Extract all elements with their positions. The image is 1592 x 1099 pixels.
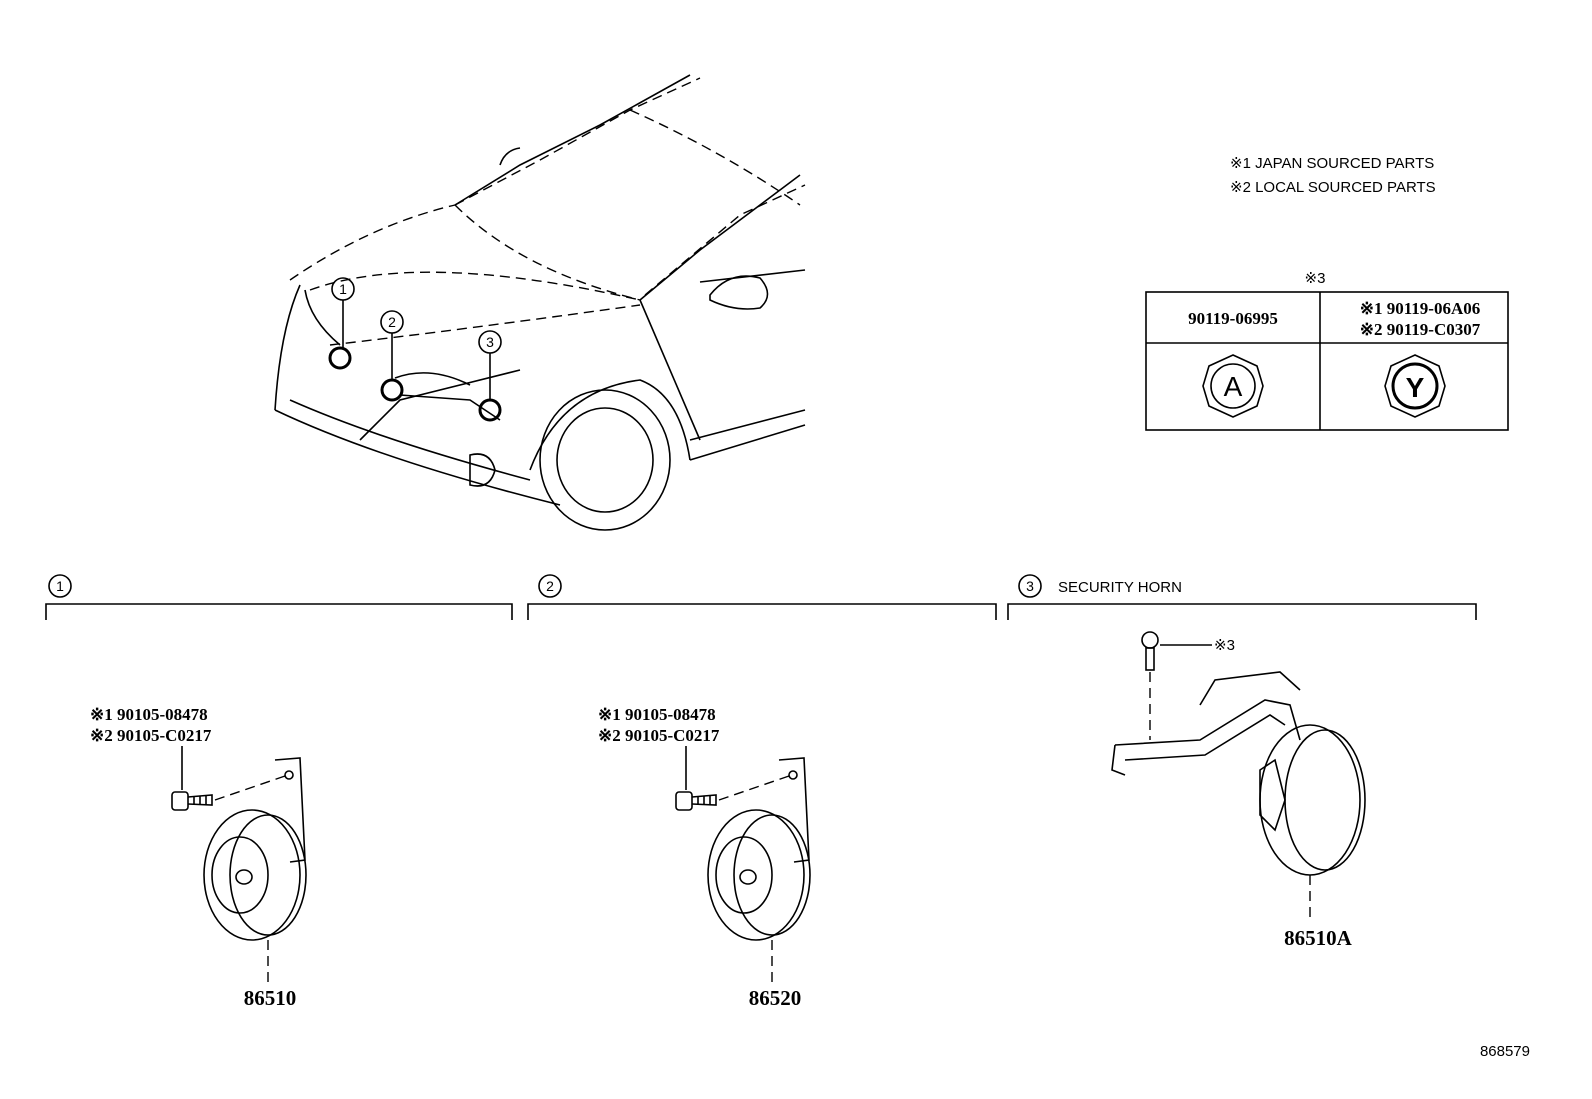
part-number-86510: 86510 [244, 986, 297, 1010]
section-3-header: 3 SECURITY HORN [1007, 574, 1477, 620]
bolt-1-local: ※2 90105-C0217 [90, 726, 212, 745]
section-1-header: 1 [45, 574, 513, 620]
bolt-icon [675, 791, 717, 811]
nut-table-mark: ※3 [1305, 270, 1326, 287]
svg-text:3: 3 [486, 334, 494, 350]
hex-nut-y-icon [1384, 354, 1446, 418]
part-number-86520: 86520 [749, 986, 802, 1010]
car-front-illustration [274, 74, 806, 531]
bolt-2-local: ※2 90105-C0217 [598, 726, 720, 745]
svg-text:1: 1 [56, 578, 64, 594]
svg-text:2: 2 [388, 314, 396, 330]
bolt-1-japan: ※1 90105-08478 [90, 705, 208, 724]
bolt-icon [171, 791, 213, 811]
figure-id: 868579 [1480, 1043, 1530, 1060]
nut-part-col2-japan: ※1 90119-06A06 [1360, 299, 1481, 318]
section-3-bolt-ref: ※3 [1214, 637, 1235, 654]
legend-local-sourced: ※2 LOCAL SOURCED PARTS [1230, 179, 1436, 196]
nut-symbol-y: Y [1406, 372, 1425, 403]
section-3-title: SECURITY HORN [1058, 579, 1182, 596]
section-3-horn: ※3 86510A [1111, 631, 1366, 950]
nut-symbol-a: A [1224, 371, 1243, 402]
section-1-horn: ※1 90105-08478 ※2 90105-C0217 86510 [90, 705, 307, 1010]
hex-nut-a-icon [1202, 354, 1264, 418]
nut-part-col1: 90119-06995 [1188, 309, 1278, 328]
legend-japan-sourced: ※1 JAPAN SOURCED PARTS [1230, 155, 1434, 172]
section-2-horn: ※1 90105-08478 ※2 90105-C0217 86520 [598, 705, 811, 1010]
svg-text:3: 3 [1026, 578, 1034, 594]
bolt-icon [1141, 631, 1159, 671]
nut-table: ※3 90119-06995 ※1 90119-06A06 ※2 90119-C… [1145, 270, 1509, 431]
part-number-86510A: 86510A [1284, 926, 1353, 950]
car-marker-2: 2 [380, 310, 404, 402]
car-marker-1: 1 [328, 277, 355, 370]
svg-text:2: 2 [546, 578, 554, 594]
section-2-header: 2 [527, 574, 997, 620]
bolt-2-japan: ※1 90105-08478 [598, 705, 716, 724]
svg-text:1: 1 [339, 281, 347, 297]
car-marker-3: 3 [478, 330, 502, 422]
nut-part-col2-local: ※2 90119-C0307 [1360, 320, 1481, 339]
